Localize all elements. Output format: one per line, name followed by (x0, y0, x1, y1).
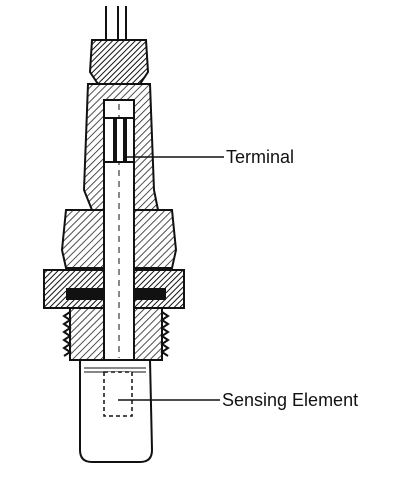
sensing-element-body (103, 371, 133, 417)
terminal-contacts (103, 117, 135, 163)
wire-leads (105, 6, 127, 40)
callout-label-sensing-element: Sensing Element (222, 390, 358, 410)
callout-label-terminal: Terminal (226, 147, 294, 167)
top-grommet (88, 39, 150, 85)
callout-leaders (118, 156, 224, 401)
